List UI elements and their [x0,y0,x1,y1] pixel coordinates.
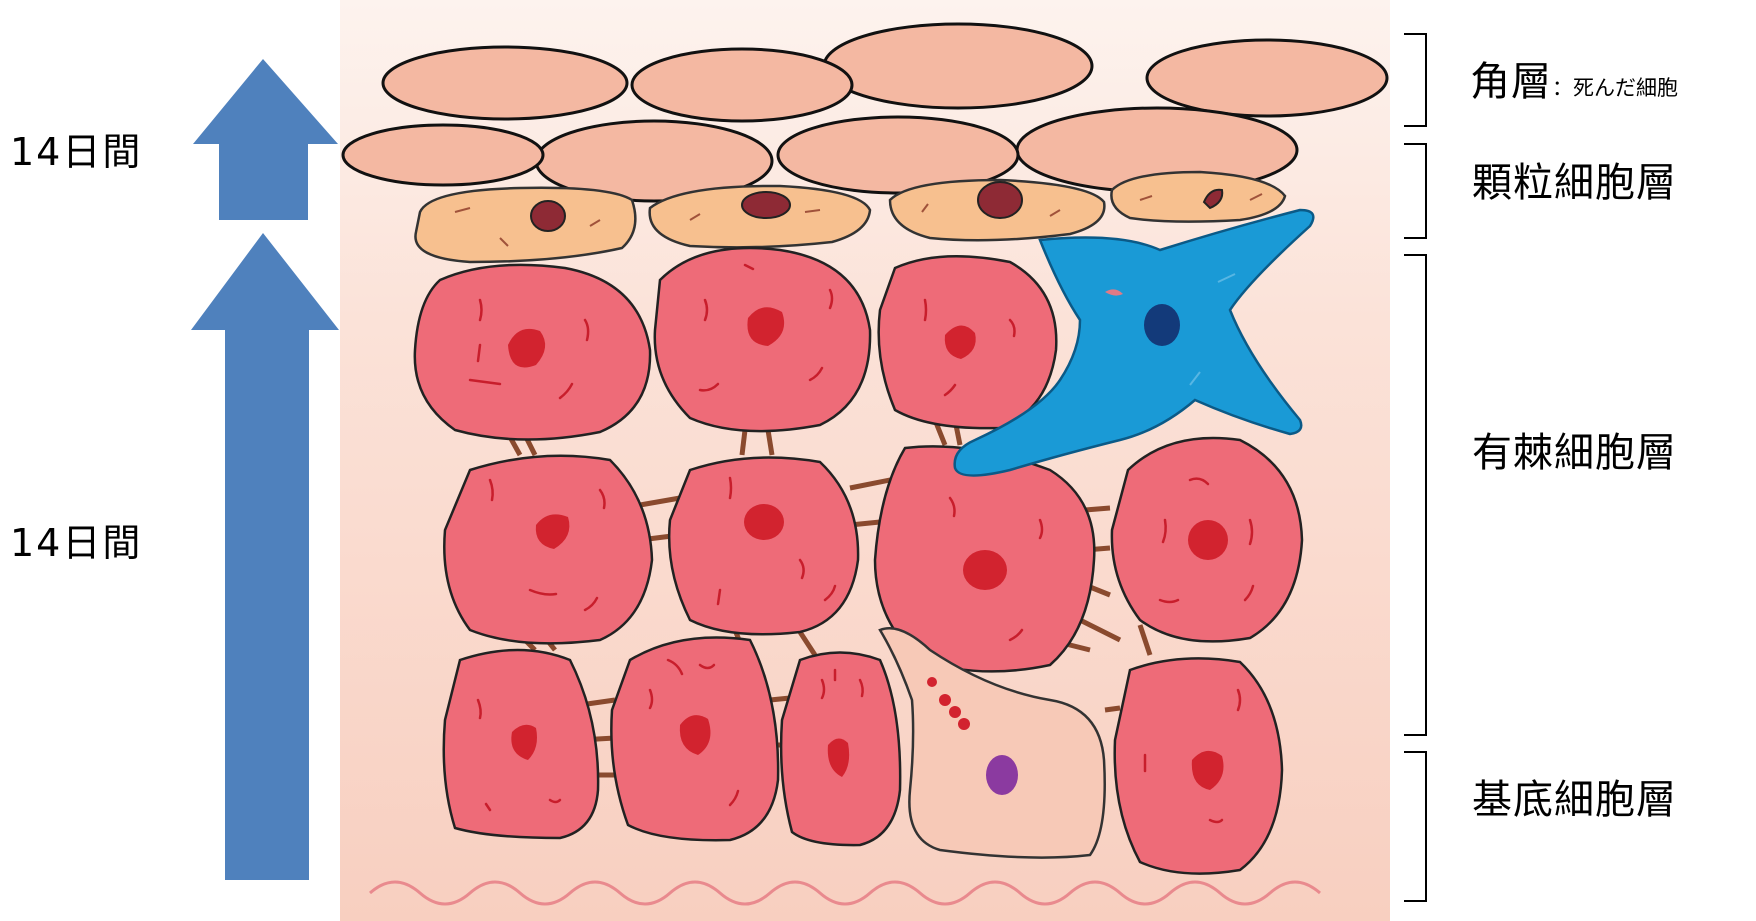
layer-label-stratum-spinosum: 有棘細胞層 [1472,433,1677,473]
nucleus [978,182,1022,218]
nucleus [744,504,784,540]
layer-label-stratum-corneum: 角層：死んだ細胞 [1470,62,1678,102]
bracket-stratum-basale [1404,752,1426,901]
bracket-stratum-corneum [1404,34,1426,126]
layer-name: 角層 [1470,59,1552,105]
layer-note: ：死んだ細胞 [1552,76,1678,100]
layer-brackets [1404,34,1426,901]
nucleus [963,550,1007,590]
bracket-stratum-granulosum [1404,144,1426,238]
arrow-up-icon [191,233,339,880]
layer-label-stratum-granulosum: 顆粒細胞層 [1472,163,1677,203]
nucleus [1144,304,1180,346]
keratin-cell [343,125,543,185]
nucleus [531,201,565,231]
duration-label-lower: 14日間 [10,524,142,562]
granular-cell [415,188,635,262]
spinous-cell [444,456,652,644]
nucleus [742,192,790,218]
keratin-cell [824,24,1092,108]
keratin-cell [383,47,627,119]
nucleus [1188,520,1228,560]
keratin-cell [1147,40,1387,116]
keratin-cell [632,49,852,121]
bracket-stratum-spinosum [1404,255,1426,735]
spinous-cell [669,458,858,635]
duration-label-upper: 14日間 [10,133,142,171]
nucleus [986,755,1018,795]
arrow-up-icon [193,59,338,220]
layer-label-stratum-basale: 基底細胞層 [1472,780,1677,820]
